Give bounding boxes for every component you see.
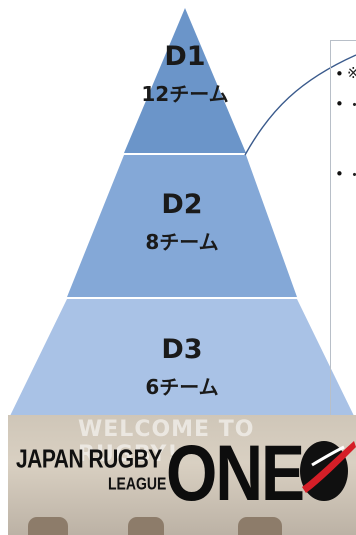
banner-crowd	[238, 517, 282, 535]
bullet-2: •	[335, 95, 344, 113]
tier-d2-shape	[67, 155, 297, 297]
tier-d1-shape	[124, 8, 246, 153]
connector-curve	[244, 54, 356, 156]
tier-d1-teams: 12チーム	[141, 82, 229, 106]
tier-d3-shape	[8, 299, 356, 420]
banner-title-line2: LEAGUE	[108, 473, 167, 493]
note-fragment-3: ・	[347, 164, 356, 185]
tier-d3-teams: 6チーム	[145, 375, 219, 399]
tier-d1-label: D1 12チーム	[0, 41, 356, 107]
tier-d2-name: D2	[161, 189, 203, 220]
banner-crowd	[128, 517, 164, 535]
league-banner: WELCOME TO RUGBY! JAPAN RUGBY LEAGUE ONE	[8, 415, 356, 535]
note-fragment-1: ※	[347, 64, 356, 82]
tier-d3-name: D3	[161, 334, 203, 365]
tier-d2-label: D2 8チーム	[0, 189, 356, 255]
tier-d3-label: D3 6チーム	[0, 334, 356, 400]
rugby-ball-swoosh-icon	[300, 441, 356, 501]
banner-one-wordmark: ONE	[166, 428, 305, 517]
side-notes-panel: • ※ • ・ • ・	[330, 40, 356, 421]
note-fragment-2: ・	[347, 94, 356, 115]
banner-title-line1: JAPAN RUGBY	[16, 445, 162, 474]
bullet-1: •	[335, 65, 344, 83]
banner-background-text: WELCOME TO RUGBY!	[78, 417, 255, 467]
league-pyramid	[8, 8, 356, 420]
banner-crowd	[28, 517, 68, 535]
tier-d1-name: D1	[164, 41, 206, 72]
tier-d2-teams: 8チーム	[145, 230, 219, 254]
bullet-3: •	[335, 165, 344, 183]
